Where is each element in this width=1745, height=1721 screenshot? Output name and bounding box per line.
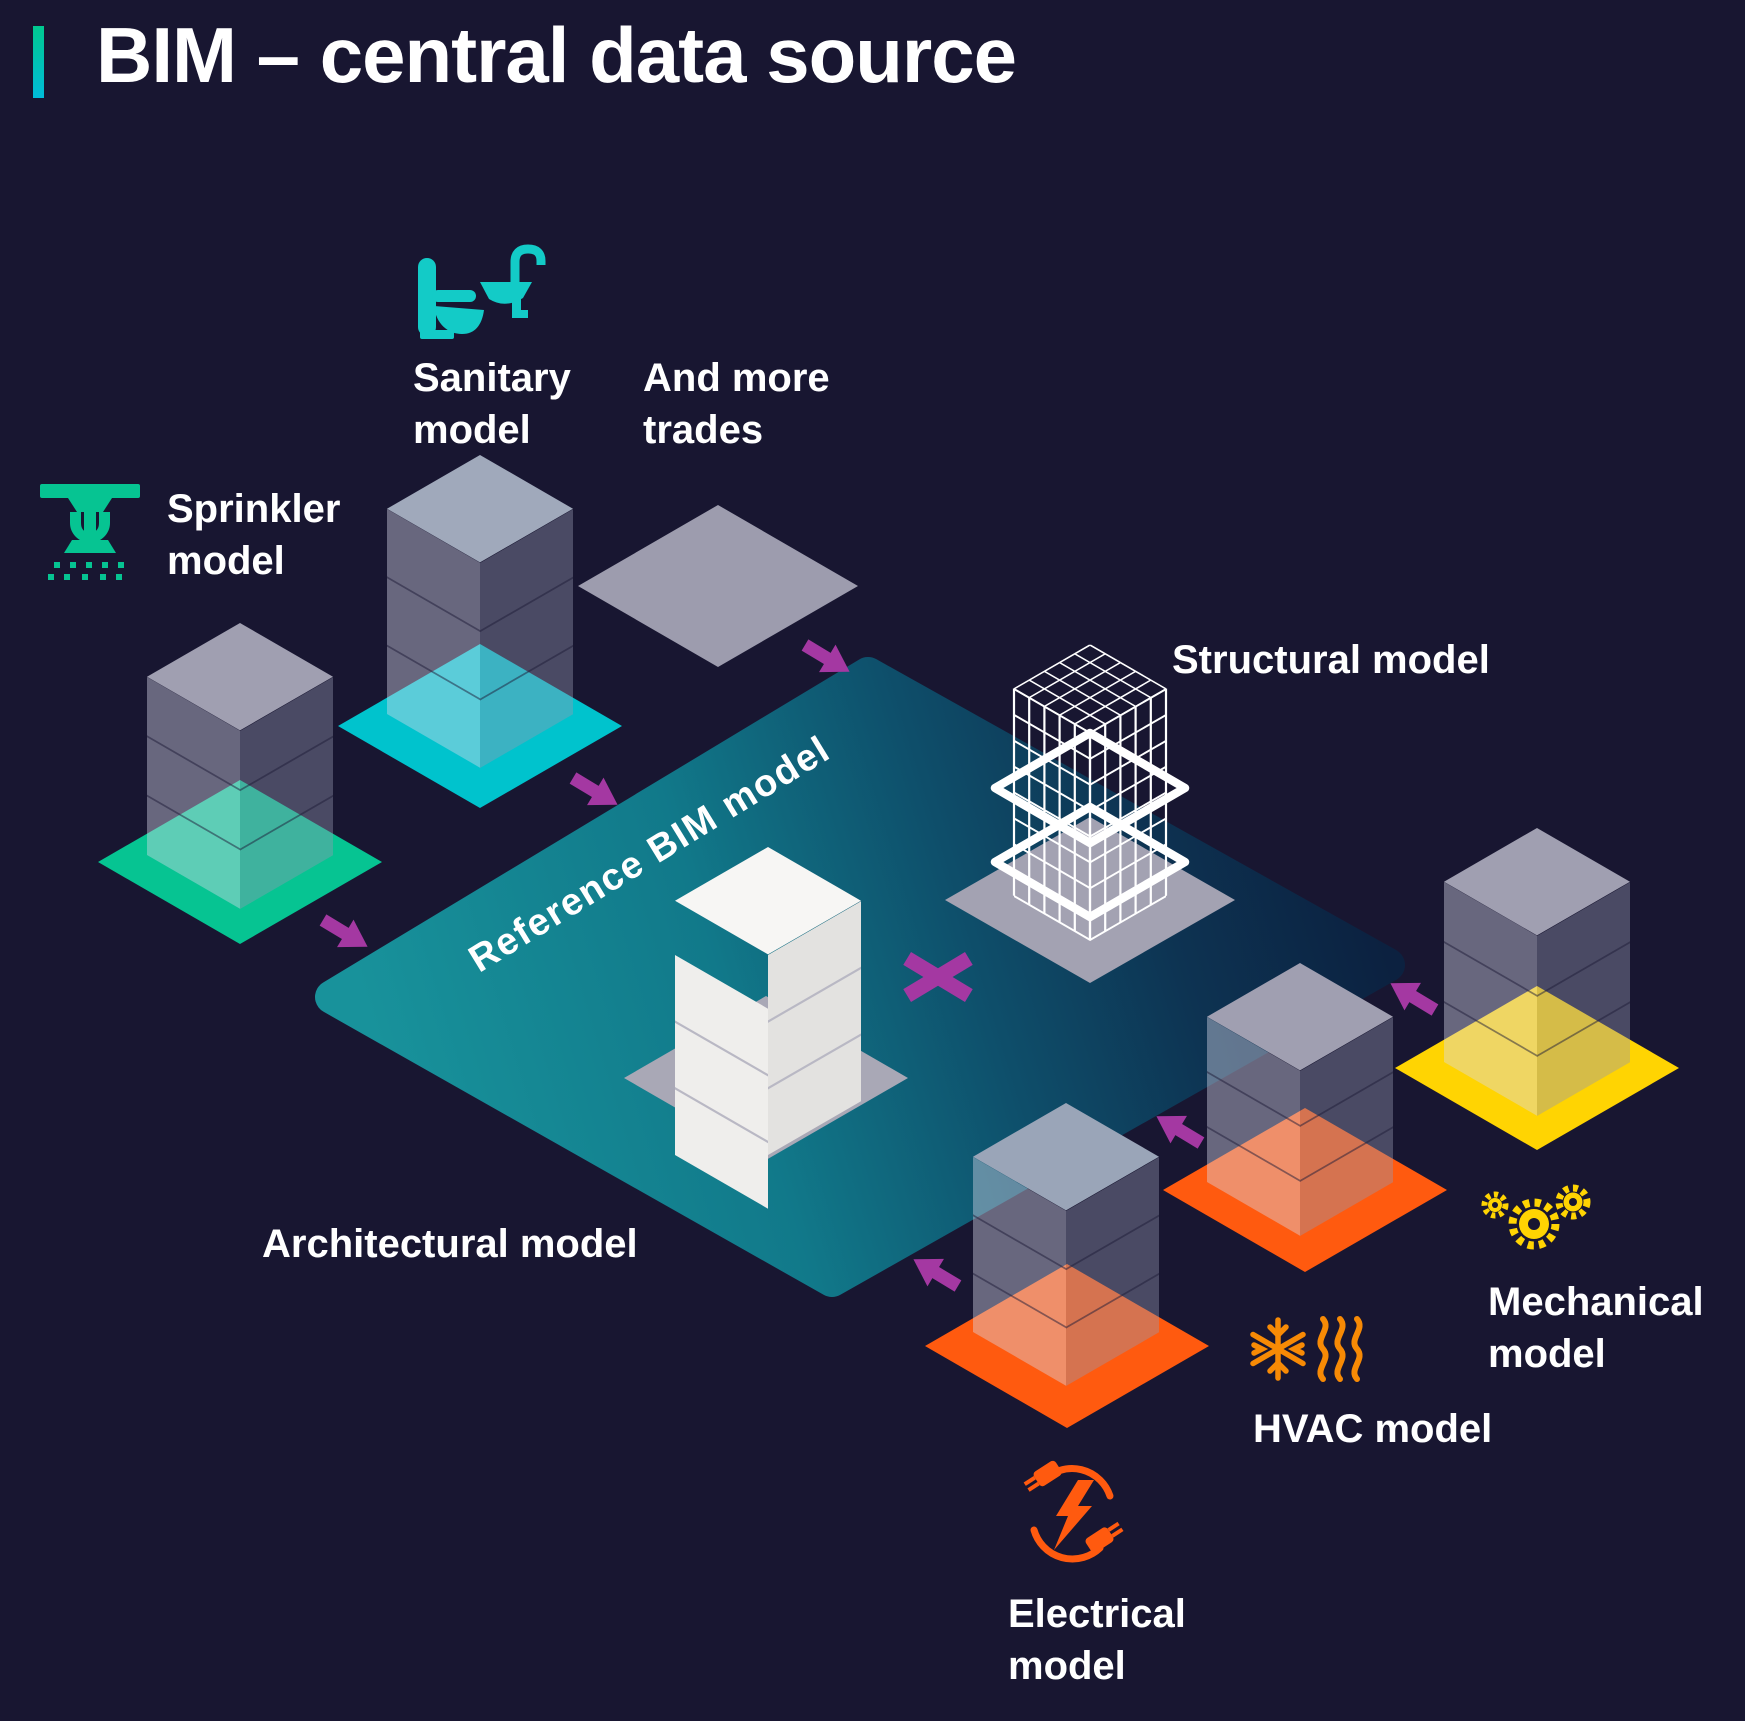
sanitary-label: Sanitary model bbox=[413, 356, 571, 452]
title-accent-bar bbox=[33, 26, 44, 98]
toilet-sink-icon bbox=[418, 244, 546, 339]
electrical-label: Electrical model bbox=[1008, 1592, 1186, 1688]
arrow-electrical-to-center bbox=[913, 1258, 962, 1292]
arrow-sanitary-to-center bbox=[569, 772, 618, 806]
mechanical-model-building bbox=[1395, 828, 1679, 1150]
sprinkler-label: Sprinkler model bbox=[167, 487, 341, 583]
page-title: BIM – central data source bbox=[96, 11, 1017, 99]
mechanical-label: Mechanical model bbox=[1488, 1280, 1704, 1376]
snowflake-heatwave-icon bbox=[1250, 1316, 1363, 1382]
arrow-mechanical-to-center bbox=[1390, 982, 1439, 1016]
plus-mark-icon bbox=[903, 952, 973, 1002]
flow-arrows bbox=[319, 639, 1439, 1292]
arrow-sprinkler-to-center bbox=[319, 914, 368, 948]
sprinkler-model-building bbox=[98, 623, 382, 944]
structural-label: Structural model bbox=[1172, 638, 1490, 682]
plug-lightning-icon bbox=[1023, 1460, 1124, 1563]
hvac-label: HVAC model bbox=[1253, 1407, 1493, 1451]
structural-model-building bbox=[945, 644, 1235, 983]
gears-icon bbox=[1481, 1184, 1591, 1250]
arrow-trades-to-center bbox=[801, 639, 850, 673]
architectural-label: Architectural model bbox=[262, 1222, 638, 1266]
sanitary-model-building bbox=[338, 455, 622, 808]
trades-label: And more trades bbox=[643, 356, 830, 452]
floor-plate bbox=[990, 802, 1190, 922]
sprinkler-icon bbox=[40, 484, 140, 580]
architectural-model-building bbox=[624, 847, 908, 1209]
arrow-hvac-to-center bbox=[1156, 1115, 1205, 1149]
trades-platform bbox=[578, 505, 858, 667]
